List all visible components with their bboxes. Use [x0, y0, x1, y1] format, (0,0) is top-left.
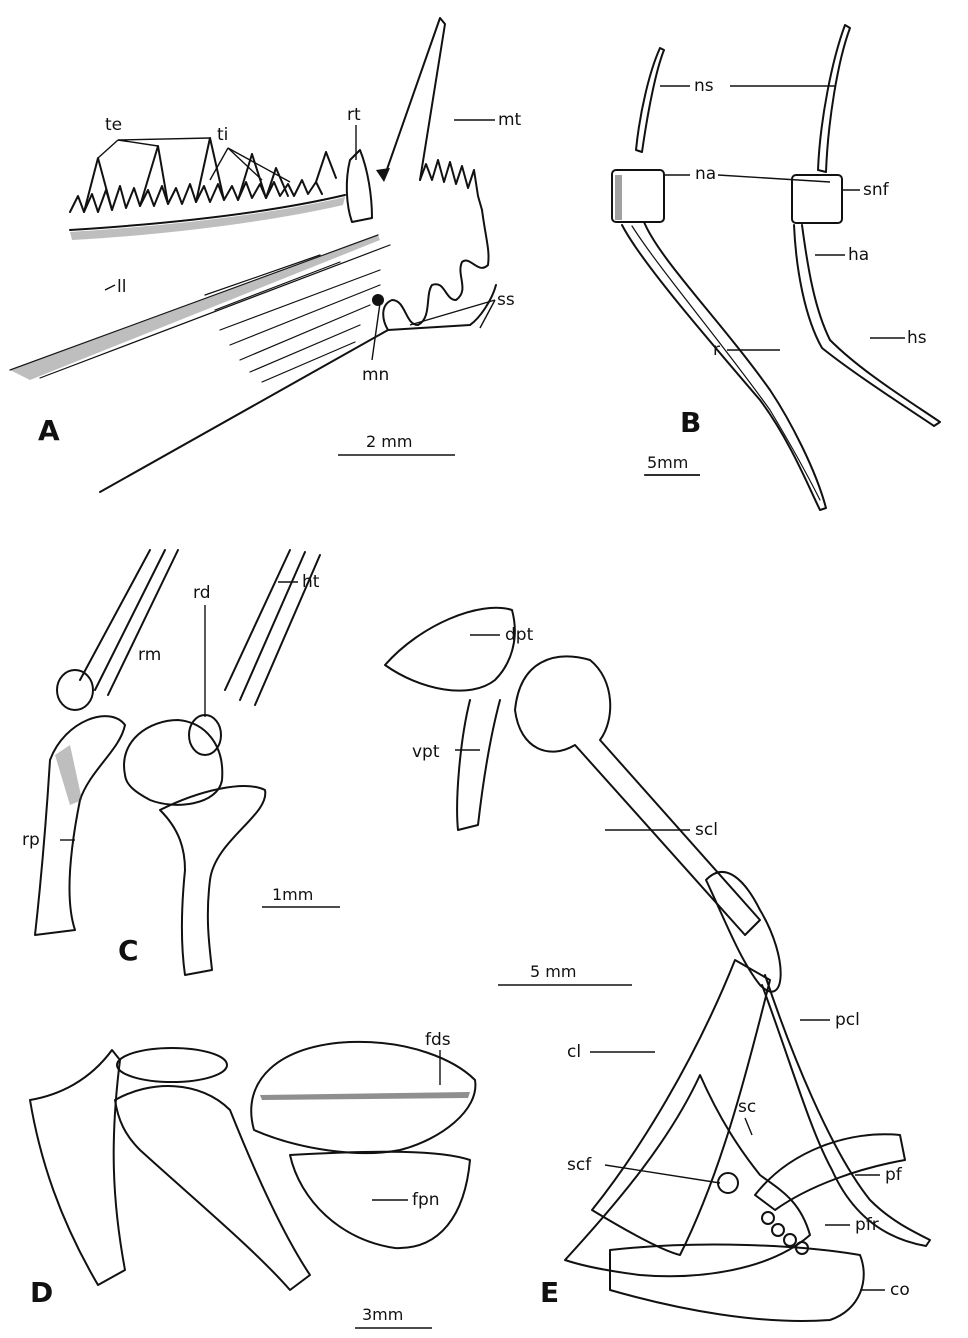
panel-e-coracoid: [610, 1245, 864, 1321]
panel-e-scapular-foramen: [718, 1173, 738, 1193]
panel-b-right-neural-spine: [818, 25, 850, 172]
panel-b-right-centrum: [792, 175, 842, 223]
label-pfr: pfr: [855, 1215, 879, 1235]
panel-a-large-tooth-6: [316, 152, 336, 182]
panel-d-middle-disc: [117, 1048, 227, 1082]
label-ht: ht: [302, 572, 320, 592]
panel-d-drawing: [30, 1042, 475, 1290]
label-pcl: pcl: [835, 1010, 860, 1030]
label-mn: mn: [362, 365, 389, 385]
panel-e-ventral-posttemporal: [457, 700, 500, 830]
label-scf: scf: [567, 1155, 592, 1175]
panel-e-drawing: [385, 608, 930, 1321]
panel-d-left-element: [30, 1050, 125, 1285]
panel-a-main-spine: [385, 18, 445, 180]
scale-label-a: 2 mm: [366, 432, 412, 451]
panel-a-spine-tip: [376, 168, 390, 182]
label-mt: mt: [498, 110, 522, 130]
panel-c-left-knob: [57, 670, 93, 710]
panel-e-pectoral-fin: [755, 1134, 905, 1210]
label-ll: ll: [117, 277, 126, 297]
panel-a-lower-outline: [100, 330, 388, 492]
label-ha: ha: [848, 245, 869, 265]
panel-letter-a: A: [38, 414, 60, 447]
label-rd: rd: [193, 583, 210, 603]
panel-letter-c: C: [118, 934, 139, 967]
panel-a-mn-pore: [372, 294, 384, 306]
label-fpn: fpn: [412, 1190, 440, 1210]
panel-d-middle-element: [115, 1086, 310, 1290]
label-na: na: [695, 164, 716, 184]
panel-a-lobes: [383, 210, 496, 330]
panel-c-left-rays: [80, 550, 178, 695]
label-scl: scl: [695, 820, 718, 840]
panel-b-left-neural-spine: [636, 48, 664, 152]
panel-e-dorsal-posttemporal: [385, 608, 515, 691]
panel-a-rostral-tooth: [347, 150, 372, 222]
scale-label-c: 1mm: [272, 885, 313, 904]
label-co: co: [890, 1280, 910, 1300]
label-ti: ti: [217, 125, 228, 145]
label-rm: rm: [138, 645, 161, 665]
panel-b-left-centrum-stip: [615, 175, 622, 220]
panel-b-drawing: [612, 25, 940, 510]
panel-letter-e: E: [540, 1276, 559, 1309]
label-snf: snf: [863, 180, 890, 200]
panel-letter-d: D: [30, 1276, 53, 1309]
label-sc: sc: [738, 1097, 756, 1117]
scale-label-d: 3mm: [362, 1305, 403, 1324]
panel-d-disc-ridge: [260, 1092, 470, 1100]
panel-e-leaders: [455, 635, 885, 1290]
label-fds: fds: [425, 1030, 451, 1050]
label-dpt: dpt: [505, 625, 534, 645]
panel-d-leaders: [372, 1050, 440, 1200]
panel-c-radial-distal: [189, 715, 221, 755]
label-te: te: [105, 115, 122, 135]
panel-e-supracleithrum: [515, 657, 760, 935]
label-vpt: vpt: [412, 742, 440, 762]
label-rt: rt: [347, 105, 361, 125]
label-ss: ss: [497, 290, 515, 310]
panel-a-serrations: [420, 160, 482, 210]
panel-a-drawing: [10, 18, 496, 492]
scale-label-e: 5 mm: [530, 962, 576, 981]
label-r: r: [713, 340, 720, 360]
label-cl: cl: [567, 1042, 581, 1062]
label-pf: pf: [885, 1165, 903, 1185]
panel-c-right-proximal-radial: [160, 786, 265, 975]
panel-c-stipple: [55, 745, 82, 805]
panel-c-left-proximal-radial: [35, 716, 125, 935]
label-ns: ns: [694, 76, 714, 96]
scale-label-b: 5mm: [647, 453, 688, 472]
label-rp: rp: [22, 830, 40, 850]
label-hs: hs: [907, 328, 927, 348]
panel-c-drawing: [35, 550, 320, 975]
panel-letter-b: B: [680, 406, 701, 439]
